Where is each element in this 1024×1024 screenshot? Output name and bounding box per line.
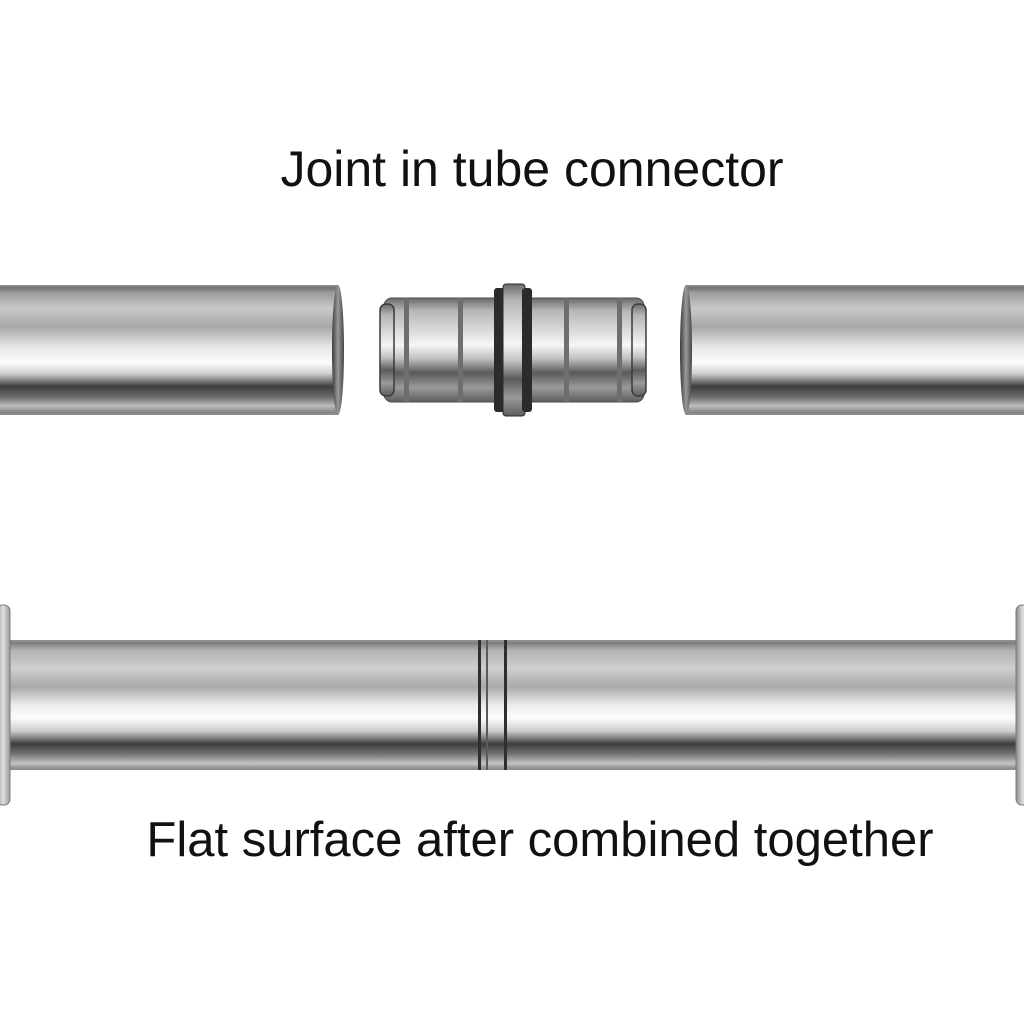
right-end-cap	[1015, 604, 1024, 806]
assembled-rod	[0, 604, 1024, 806]
left-end-cap	[0, 604, 11, 806]
caption-flat-surface-after-combined: Flat surface after combined together	[146, 813, 934, 867]
joint-connector	[379, 283, 647, 417]
left-tube-segment	[0, 285, 344, 415]
right-tube-segment	[680, 285, 1024, 415]
caption-joint-in-tube-connector: Joint in tube connector	[280, 141, 784, 197]
